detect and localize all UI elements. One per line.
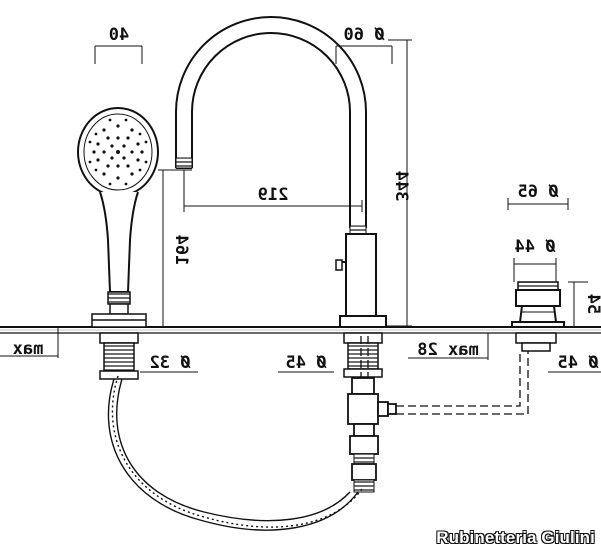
countertop bbox=[0, 326, 601, 334]
dim-max-28: max 28 bbox=[417, 340, 478, 360]
dimension-labels: 40 Ø 60 219 344 164 Ø 65 Ø 44 54 max max… bbox=[13, 25, 601, 373]
brand-logo: Rubinetteria Giulini bbox=[436, 528, 595, 547]
dim-d65: Ø 65 bbox=[518, 182, 560, 202]
dim-d45-center: Ø 45 bbox=[286, 353, 328, 373]
dim-219: 219 bbox=[258, 185, 289, 205]
dim-d32: Ø 32 bbox=[150, 353, 192, 373]
dim-164: 164 bbox=[171, 235, 191, 266]
mixer-body bbox=[335, 233, 387, 378]
dim-344: 344 bbox=[391, 171, 411, 202]
dim-max-left: max bbox=[13, 339, 44, 359]
hand-shower bbox=[77, 107, 159, 315]
dim-d60: Ø 60 bbox=[344, 25, 386, 45]
spout bbox=[175, 16, 367, 235]
dim-40: 40 bbox=[109, 25, 129, 45]
dimension-lines bbox=[0, 39, 601, 373]
shower-holder bbox=[91, 313, 147, 380]
hidden-pipes bbox=[360, 336, 529, 415]
deck-diverter bbox=[511, 281, 565, 352]
shower-hose bbox=[107, 375, 363, 531]
dim-d44: Ø 44 bbox=[515, 237, 557, 257]
dim-54: 54 bbox=[583, 294, 601, 314]
dim-d45-right: Ø 45 bbox=[558, 353, 600, 373]
diverter-valve bbox=[347, 377, 397, 493]
shower-nozzles-icon bbox=[88, 118, 148, 186]
